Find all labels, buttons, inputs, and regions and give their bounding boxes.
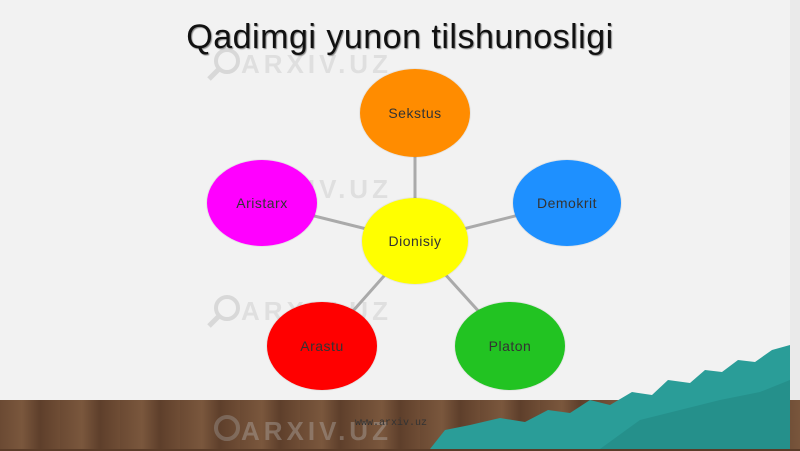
slide-title: Qadimgi yunon tilshunosligi — [186, 18, 614, 56]
node-sexstus: Sekstus — [360, 69, 470, 157]
node-label: Dionisiy — [388, 233, 442, 249]
footer-url: www.arxiv.uz — [355, 418, 428, 429]
watermark-4: ARXIV.UZ — [205, 412, 388, 451]
node-label: Demokrit — [536, 195, 597, 211]
magnifier-icon — [214, 415, 240, 441]
watermark-1: ARXIV.UZ — [205, 45, 388, 90]
node-arastu: Arastu — [267, 302, 377, 390]
node-platon: Platon — [455, 302, 565, 390]
node-center: Dionisiy — [362, 198, 468, 284]
magnifier-icon — [207, 48, 240, 81]
slide-edge — [790, 0, 800, 400]
magnifier-icon — [207, 295, 240, 328]
watermark-text: ARXIV.UZ — [241, 416, 392, 446]
node-aristarx: Aristarx — [207, 160, 317, 246]
node-label: Sekstus — [388, 105, 442, 121]
watermark-text: ARXIV.UZ — [241, 49, 392, 79]
node-demokrit: Demokrit — [513, 160, 621, 246]
node-label: Arastu — [300, 338, 344, 354]
node-label: Platon — [488, 338, 532, 354]
node-label: Aristarx — [236, 195, 288, 211]
